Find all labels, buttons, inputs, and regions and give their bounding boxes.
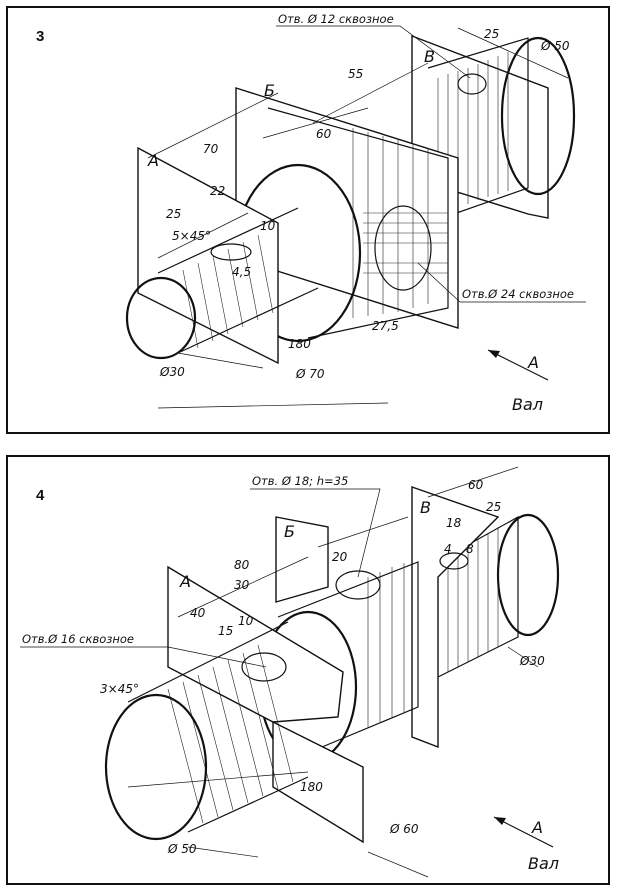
dim-60: 60 bbox=[468, 478, 484, 492]
dim-18: 18 bbox=[446, 516, 462, 530]
dim-chamfer: 3×45° bbox=[100, 682, 139, 696]
dim-d30: Ø30 bbox=[519, 654, 545, 668]
plane-a-label: А bbox=[179, 572, 191, 591]
shaft-drawing-4: В Б А 80 bbox=[20, 466, 560, 878]
note-hole-18: Отв. Ø 18; h=35 bbox=[252, 474, 348, 488]
dim-70: 70 bbox=[203, 142, 219, 156]
dim-d50: Ø 50 bbox=[167, 842, 197, 856]
dim-180: 180 bbox=[288, 337, 311, 351]
dim-8: 8 bbox=[466, 542, 474, 556]
panel-number: 3 bbox=[36, 28, 45, 45]
dim-180: 180 bbox=[300, 780, 323, 794]
left-shaft bbox=[125, 207, 319, 360]
dim-30: 30 bbox=[234, 578, 250, 592]
note-hole-12: Отв. Ø 12 сквозное bbox=[278, 12, 394, 26]
dim-80: 80 bbox=[234, 558, 250, 572]
dim-d70: Ø 70 bbox=[295, 367, 325, 381]
arrow-label: А bbox=[527, 353, 539, 372]
dim-27-5: 27,5 bbox=[372, 319, 399, 333]
left-shaft bbox=[104, 621, 309, 841]
dim-10: 10 bbox=[260, 219, 276, 233]
dim-25b: 25 bbox=[166, 207, 181, 221]
part-title: Вал bbox=[528, 854, 559, 873]
dim-25: 25 bbox=[486, 500, 501, 514]
view-arrow-a: А bbox=[487, 349, 549, 381]
dim-25: 25 bbox=[484, 27, 499, 41]
note-hole-24: Отв.Ø 24 сквозное bbox=[462, 287, 574, 301]
dim-d30: Ø30 bbox=[159, 365, 185, 379]
dim-55: 55 bbox=[348, 67, 363, 81]
dim-15: 15 bbox=[218, 624, 233, 638]
dimension-lines bbox=[127, 466, 539, 878]
part-title: Вал bbox=[512, 395, 543, 414]
dim-chamfer: 5×45° bbox=[172, 229, 211, 243]
arrow-label: А bbox=[531, 818, 543, 837]
plane-a: А bbox=[137, 146, 279, 365]
dimension-lines bbox=[147, 27, 569, 409]
dim-d50: Ø 50 bbox=[540, 39, 570, 53]
plane-b-label: Б bbox=[284, 522, 295, 541]
view-arrow-a: А bbox=[493, 816, 554, 848]
plane-a-label: А bbox=[147, 151, 159, 170]
plane-v: В bbox=[411, 486, 500, 749]
note-hole-16: Отв.Ø 16 сквозное bbox=[22, 632, 134, 646]
plane-a: А bbox=[167, 565, 364, 844]
right-shaft-section bbox=[427, 36, 576, 224]
shaft-drawing-3: В Б А bbox=[125, 12, 586, 414]
dim-22: 22 bbox=[210, 184, 225, 198]
plane-v-label: В bbox=[424, 47, 435, 66]
plane-v-label: В bbox=[420, 498, 431, 517]
dim-4-5: 4,5 bbox=[232, 265, 251, 279]
drawing-panel-4: 4 В Б А bbox=[6, 455, 610, 885]
dim-60: 60 bbox=[316, 127, 332, 141]
dim-20: 20 bbox=[332, 550, 348, 564]
plane-b-label: Б bbox=[264, 81, 275, 100]
dim-4: 4 bbox=[444, 542, 452, 556]
panel-number: 4 bbox=[36, 487, 45, 504]
middle-body bbox=[234, 107, 449, 343]
dim-40: 40 bbox=[190, 606, 206, 620]
dim-d60: Ø 60 bbox=[389, 822, 419, 836]
plane-b: Б bbox=[275, 516, 381, 603]
dim-10: 10 bbox=[238, 614, 254, 628]
drawing-panel-3: 3 В Б А bbox=[6, 6, 610, 434]
